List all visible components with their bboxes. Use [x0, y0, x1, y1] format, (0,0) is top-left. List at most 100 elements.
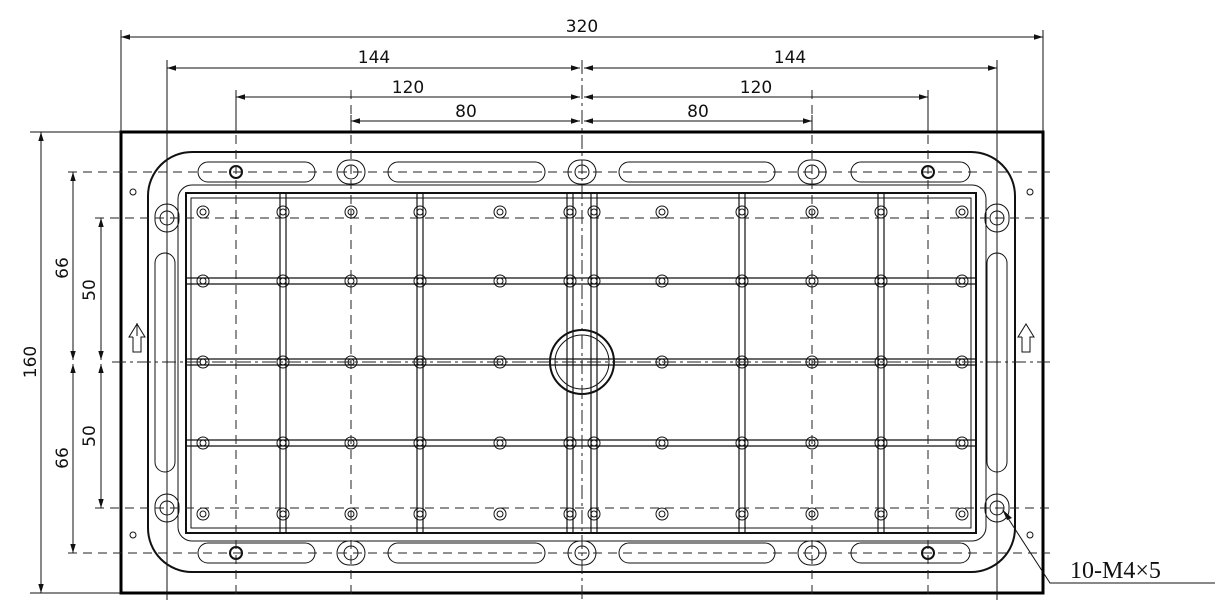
grid-boss-core [877, 208, 885, 216]
grid-boss-core [590, 208, 598, 216]
grid-boss [196, 205, 210, 219]
grid-boss-core [877, 277, 885, 285]
dim-left-80: 80 [455, 102, 477, 122]
grid-boss [276, 436, 290, 450]
dim-right-80: 80 [687, 102, 709, 122]
grid-boss [413, 436, 427, 450]
grid-boss-core [958, 439, 966, 447]
dim-left-144: 144 [358, 48, 390, 68]
grid-boss-core [590, 277, 598, 285]
grid-ribs [186, 193, 976, 533]
grid-boss [196, 507, 210, 521]
grid-boss [276, 274, 290, 288]
center-lines [68, 60, 1050, 600]
corner-dot [129, 188, 137, 196]
grid-boss-core [279, 510, 287, 518]
grid-boss [563, 436, 577, 450]
grid-boss [655, 205, 669, 219]
grid-boss-core [738, 439, 746, 447]
grid-boss-core [590, 439, 598, 447]
grid-boss-core [279, 277, 287, 285]
grid-boss-core [416, 208, 424, 216]
dimension-lines [30, 30, 1044, 600]
dim-right-144: 144 [774, 48, 806, 68]
grid-boss [874, 274, 888, 288]
corner-dot [129, 531, 137, 539]
grid-boss-core [496, 208, 504, 216]
grid-boss-core [566, 439, 574, 447]
grid-boss [955, 274, 969, 288]
callout-thread-spec: 10-M4×5 [1070, 558, 1161, 584]
grid-boss [955, 436, 969, 450]
grid-boss [655, 436, 669, 450]
grid-boss [196, 274, 210, 288]
grid-boss [276, 507, 290, 521]
grid-boss [413, 205, 427, 219]
grid-boss-core [496, 510, 504, 518]
grid-boss-core [958, 277, 966, 285]
grid-boss [874, 436, 888, 450]
grid-boss [587, 507, 601, 521]
grid-boss [805, 507, 819, 521]
grid-boss [587, 205, 601, 219]
grid-boss-core [416, 510, 424, 518]
grid-boss [493, 436, 507, 450]
grid-boss [196, 436, 210, 450]
grid-inner-border [190, 197, 972, 529]
grid-boss-core [199, 208, 207, 216]
callout-leader [1003, 511, 1215, 584]
grid-boss [493, 274, 507, 288]
grid-boss-core [566, 510, 574, 518]
grid-boss [735, 205, 749, 219]
grid-boss [655, 274, 669, 288]
grid-boss-core [658, 439, 666, 447]
grid-boss-core [566, 277, 574, 285]
grid-boss-core [416, 277, 424, 285]
callout-arrowhead [1002, 509, 1012, 520]
grid-boss-core [738, 277, 746, 285]
grid-boss-core [199, 439, 207, 447]
grid-boss-core [658, 510, 666, 518]
dim-upper-66: 66 [53, 257, 73, 279]
grid-boss-core [958, 208, 966, 216]
grid-boss-core [199, 510, 207, 518]
grid-boss-core [566, 208, 574, 216]
grid-boss-core [658, 277, 666, 285]
grid-boss [563, 507, 577, 521]
grid-boss [655, 507, 669, 521]
grid-boss [955, 205, 969, 219]
grid-boss-core [416, 439, 424, 447]
grid-boss-core [738, 510, 746, 518]
grid-boss [493, 507, 507, 521]
corner-dot [1026, 188, 1034, 196]
grid-bosses [196, 205, 969, 521]
corner-dot [1026, 531, 1034, 539]
grid-boss [587, 436, 601, 450]
grid-boss-core [199, 277, 207, 285]
grid-boss [874, 205, 888, 219]
dim-overall-width: 320 [566, 17, 598, 37]
grid-boss [413, 274, 427, 288]
dim-left-120: 120 [392, 78, 424, 98]
dim-right-120: 120 [740, 78, 772, 98]
grid-boss-core [738, 208, 746, 216]
grid-boss [735, 436, 749, 450]
grid-boss [563, 274, 577, 288]
grid-boss [955, 507, 969, 521]
corner-dots [129, 188, 1034, 539]
grid-boss-core [958, 510, 966, 518]
grid-boss-core [877, 439, 885, 447]
dim-upper-50: 50 [80, 279, 100, 301]
grid-boss [735, 274, 749, 288]
grid-boss [493, 205, 507, 219]
grid-boss-core [590, 510, 598, 518]
up-arrow-icon [128, 323, 146, 353]
dim-lower-50: 50 [80, 425, 100, 447]
grid-boss [874, 507, 888, 521]
dim-overall-height: 160 [21, 346, 41, 378]
grid-field [185, 192, 977, 534]
grid-boss [587, 274, 601, 288]
grid-boss [563, 205, 577, 219]
grid-boss [735, 507, 749, 521]
grid-boss-core [877, 510, 885, 518]
